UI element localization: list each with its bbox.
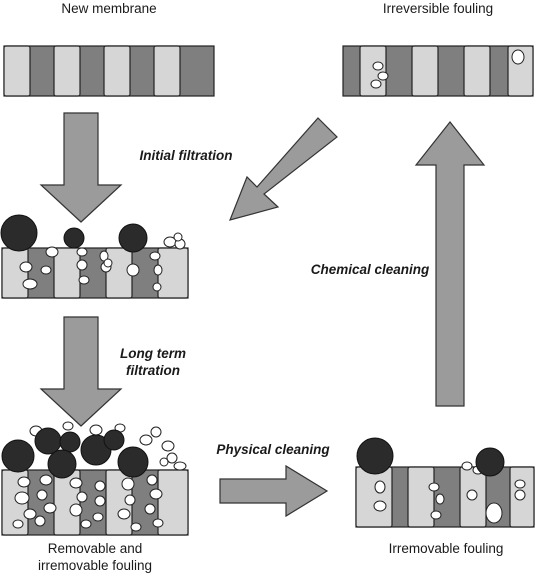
membrane-heavily-fouled (1, 421, 189, 536)
label-removable-line2: irremovable fouling (37, 558, 153, 573)
arrow-return-to-cycle (229, 117, 338, 221)
membrane-irremovable (355, 437, 535, 528)
label-physical-cleaning: Physical cleaning (216, 442, 330, 457)
arrow-physical-cleaning (219, 464, 329, 518)
membrane-irreversible (342, 45, 534, 97)
label-irremovable-fouling: Irremovable fouling (388, 541, 504, 556)
label-long-term-line1: Long term (120, 346, 186, 361)
membrane-new (3, 45, 215, 97)
label-new-membrane: New membrane (61, 1, 157, 16)
label-long-term-line2: filtration (126, 363, 180, 378)
label-irreversible-fouling: Irreversible fouling (382, 1, 494, 16)
label-removable-line1: Removable and (47, 541, 143, 556)
arrow-chemical-cleaning (414, 121, 486, 407)
arrow-long-term-filtration (39, 316, 123, 427)
arrow-initial-filtration (39, 112, 123, 223)
label-chemical-cleaning: Chemical cleaning (310, 262, 430, 277)
label-initial-filtration: Initial filtration (139, 148, 233, 163)
membrane-initial-fouled (0, 214, 189, 299)
